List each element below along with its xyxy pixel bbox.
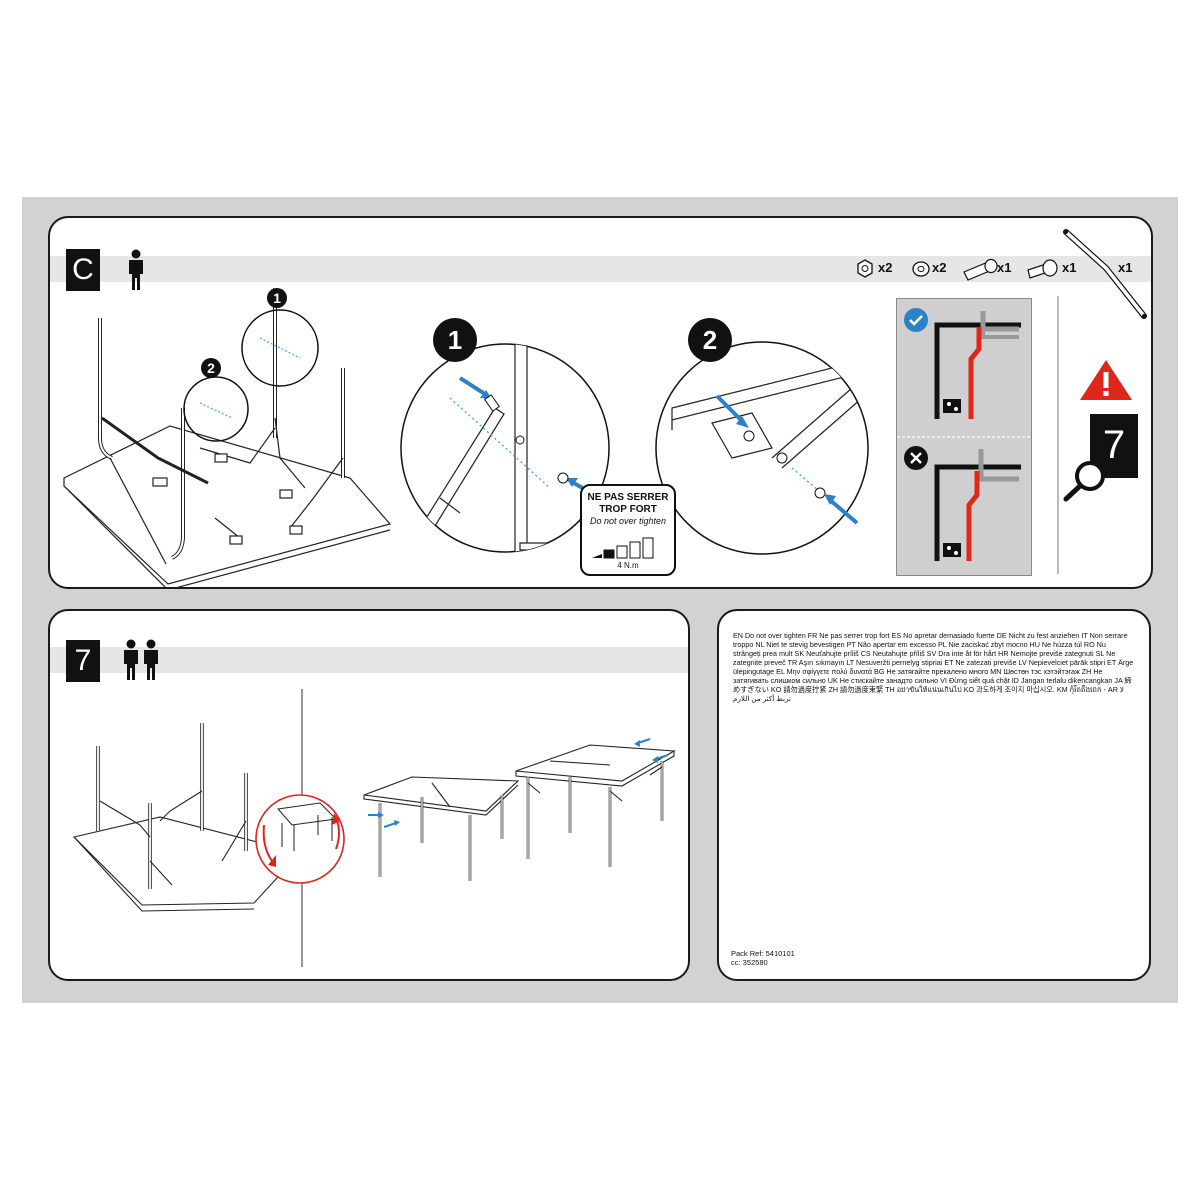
pack-ref-line: Pack Ref: 5410101 [731, 949, 795, 958]
warning-line-2: TROP FORT [599, 504, 657, 515]
pin-icon [1027, 259, 1058, 279]
correct-incorrect-box [896, 298, 1032, 576]
torque-scale-icon [592, 537, 654, 559]
multilingual-warning-text: EN Do not over tighten FR Ne pas serrer … [733, 631, 1134, 703]
cross-icon [904, 446, 928, 470]
washer-icon [912, 261, 930, 277]
callout-2-label: 2 [703, 325, 717, 355]
callout-2-small-label: 2 [207, 360, 215, 376]
callout-1-small-label: 1 [273, 290, 281, 306]
warning-line-1: NE PAS SERRER [587, 492, 669, 503]
nut-icon [857, 259, 873, 278]
zoom-step-number: 7 [1090, 414, 1138, 478]
divider-line [1057, 296, 1059, 574]
step-label: 7 [66, 640, 100, 682]
step-c-panel: C x2 x2 x1 x1 x1 [48, 216, 1153, 589]
bolt-icon [963, 258, 998, 281]
washer-qty: x2 [932, 260, 947, 275]
magnifier-icon [1063, 461, 1105, 502]
detail-1-drawing: 1 [400, 318, 610, 553]
instruction-sheet: C x2 x2 x1 x1 x1 [22, 197, 1178, 1003]
pack-reference: Pack Ref: 5410101 cc: 352580 [731, 949, 795, 967]
warning-line-3: Do not over tighten [589, 516, 667, 526]
step-label: C [66, 249, 100, 291]
cc-line: cc: 352580 [731, 958, 768, 967]
pin-qty: x1 [1062, 260, 1077, 275]
bolt-qty: x1 [997, 260, 1012, 275]
callout-1-label: 1 [448, 325, 462, 355]
two-person-icon [124, 639, 158, 680]
step-7-drawing [72, 689, 676, 967]
callout-1 [433, 318, 477, 362]
callout-1-small [267, 288, 287, 308]
brace-icon [1063, 229, 1147, 319]
torque-warning-label: NE PAS SERRER TROP FORT Do not over tigh… [580, 484, 676, 576]
callout-2-small [201, 358, 221, 378]
callout-2 [688, 318, 732, 362]
correct-incorrect-drawing [897, 311, 1031, 561]
multilingual-text-panel: EN Do not over tighten FR Ne pas serrer … [717, 609, 1151, 981]
detail-2-drawing: 2 [655, 318, 869, 555]
brace-qty: x1 [1118, 260, 1133, 275]
check-icon [904, 308, 928, 332]
nut-qty: x2 [878, 260, 893, 275]
step-7-panel: 7 [48, 609, 690, 981]
one-person-icon [129, 249, 143, 290]
torque-value: 4 N.m [617, 561, 639, 570]
table-overview-drawing: 1 2 [63, 288, 392, 587]
warning-triangle-icon [1080, 360, 1132, 400]
